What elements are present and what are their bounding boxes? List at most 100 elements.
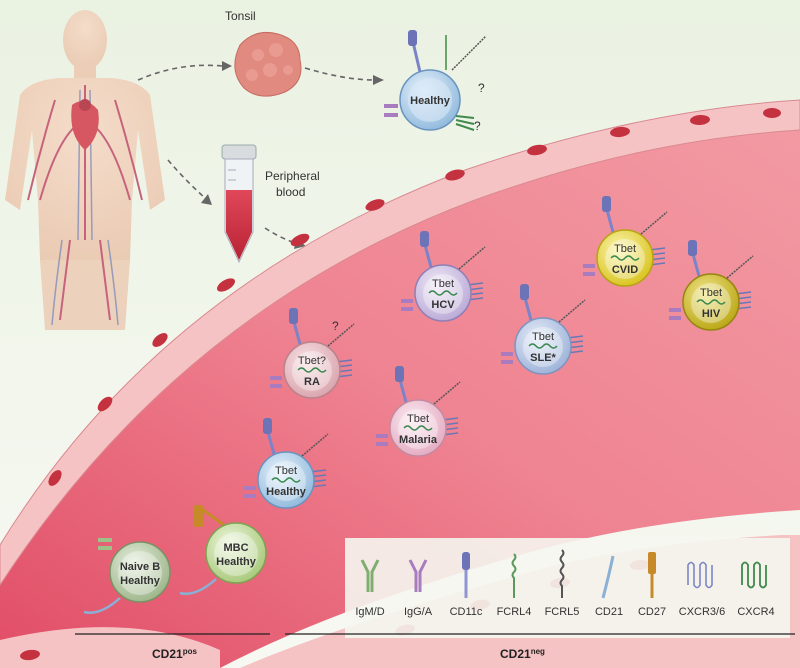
legend-label-cd11c: CD11c [450,606,483,618]
cell-healthy-tonsil: Healthy ? ? [384,30,487,133]
cell-hcv-label: HCV [431,299,455,311]
cd21neg-text: CD21 [500,647,531,661]
cd21pos-sup: pos [183,647,198,656]
cd11c-receptor [398,379,408,403]
cell-cvid-label: CVID [612,264,638,276]
cell-hiv-label: HIV [702,308,721,320]
cd11c-receptor [423,244,433,268]
cell-sle-tbet: Tbet [532,331,554,343]
cd27-stalk [201,507,225,527]
cd11c-head [263,418,272,434]
question-mark-1: ? [478,81,485,95]
cell-sle-label: SLE* [530,352,556,364]
cd21-receptor [83,597,121,614]
cd11c-head [289,308,298,324]
cd11c-receptor [691,253,701,277]
cd11c-head [420,231,429,247]
igg-receptor [376,442,388,446]
legend-label-cd27: CD27 [638,606,666,618]
fcrl4-icon [511,553,517,598]
blood-tube [221,144,257,264]
arrow-to-tonsil [137,61,232,81]
igg-receptor [501,352,513,356]
cell-mbc: MBC Healthy [179,505,267,595]
igg-receptor [669,316,681,320]
igg-receptor [669,308,681,312]
legend-label-cd21: CD21 [595,606,623,618]
cd21pos-text: CD21 [152,647,183,661]
cell-hcv-tbet: Tbet [432,278,454,290]
blood-label: blood [276,185,305,199]
fcrl5-receptor [327,323,355,347]
cell-nucleus [214,532,258,576]
cd21pos-label: CD21pos [152,647,197,662]
human-body-illustration [5,10,165,330]
legend-label-fcrl5: FCRL5 [545,606,580,618]
cell-body [205,522,267,584]
cd21-icon [601,555,615,599]
igg-receptor [401,307,413,311]
cell-naive: Naive B Healthy [83,538,171,614]
cell-ra: Tbet?RA [270,308,355,399]
igg-a-icon [408,559,428,592]
fcrl5-receptor [726,255,754,279]
cell-mbc-label-2: Healthy [216,556,257,568]
legend-label-igm-d: IgM/D [355,606,384,618]
cd27-icon [648,552,656,598]
cd11c-icon [462,552,470,598]
cell-healthy-tonsil-label: Healthy [410,95,451,107]
fcrl5-receptor [301,433,329,457]
question-mark-2: ? [474,119,481,133]
question-mark-ra: ? [332,319,339,333]
cell-mbc-label-1: MBC [223,542,248,554]
cell-nucleus [118,551,162,595]
cell-body [109,541,171,603]
igg-receptor [384,104,398,117]
endothelial-cells-upper [48,108,781,486]
cell-healthy_mid-label: Healthy [266,486,307,498]
fcrl5-receptor [433,381,461,405]
igg-receptor [244,486,256,490]
cell-healthy_mid-tbet: Tbet [275,465,297,477]
igg-receptor [501,360,513,364]
fcrl5-icon [559,549,565,598]
dna-icon [528,343,558,349]
igg-receptor [244,494,256,498]
dna-icon [696,299,726,305]
legend-label-cxcr4: CXCR4 [737,606,774,618]
igm-d-icon [360,559,380,592]
cd21neg-sup: neg [531,647,545,656]
dna-icon [271,477,301,483]
peripheral-label: Peripheral [265,169,320,183]
cd11c-receptor [605,209,615,233]
cd11c-head [688,240,697,256]
cd11c-head [602,196,611,212]
tonsil-label: Tonsil [225,9,256,23]
fcrl5-receptor [458,246,486,270]
fcrl5-receptor [558,299,586,323]
igg-receptor [583,272,595,276]
igg-receptor [270,376,282,380]
dna-icon [610,255,640,261]
igm-receptor [98,538,112,542]
igg-receptor [270,384,282,388]
cell-malaria-label: Malaria [399,434,438,446]
dna-icon [428,290,458,296]
dna-icon [297,367,327,373]
cd11c-receptor [523,297,533,321]
cd11c-head [395,366,404,382]
cd11c-head [520,284,529,300]
fcrl5-receptor [640,211,668,235]
cell-naive-label-2: Healthy [120,575,161,587]
cell-naive-label-1: Naive B [120,561,160,573]
igg-receptor [401,299,413,303]
b-cells-layer: Tbet?RATbetHCVTbetSLE*TbetCVIDTbetHIVTbe… [83,196,754,614]
